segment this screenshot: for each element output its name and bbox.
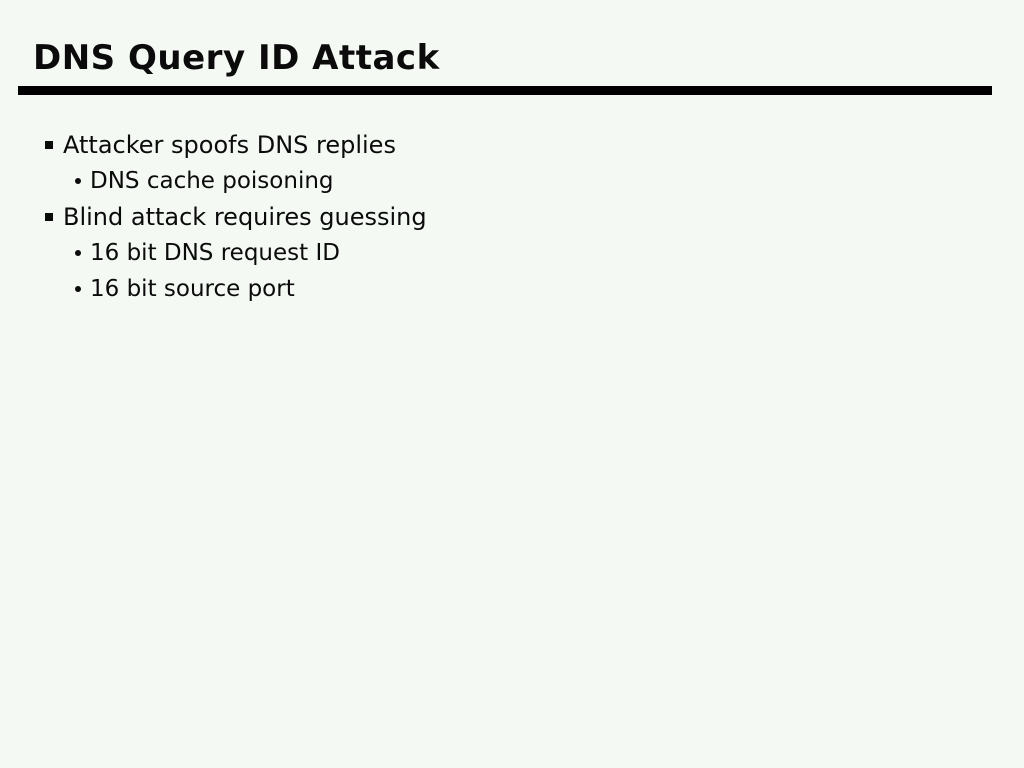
dot-bullet-icon bbox=[75, 286, 81, 292]
bullet-text: 16 bit DNS request ID bbox=[90, 240, 340, 266]
bullet-list: Attacker spoofs DNS replies DNS cache po… bbox=[0, 127, 1024, 307]
square-bullet-icon bbox=[45, 213, 53, 221]
dot-bullet-icon bbox=[75, 178, 81, 184]
list-item: Attacker spoofs DNS replies bbox=[0, 127, 1024, 163]
title-underline-rule bbox=[18, 86, 992, 95]
list-item: DNS cache poisoning bbox=[0, 163, 1024, 199]
square-bullet-icon bbox=[45, 141, 53, 149]
bullet-text: Attacker spoofs DNS replies bbox=[63, 131, 396, 159]
bullet-text: Blind attack requires guessing bbox=[63, 203, 427, 231]
list-item: 16 bit source port bbox=[0, 271, 1024, 307]
dot-bullet-icon bbox=[75, 250, 81, 256]
list-item: Blind attack requires guessing bbox=[0, 199, 1024, 235]
slide-title: DNS Query ID Attack bbox=[33, 38, 440, 78]
bullet-text: 16 bit source port bbox=[90, 276, 295, 302]
bullet-text: DNS cache poisoning bbox=[90, 168, 334, 194]
list-item: 16 bit DNS request ID bbox=[0, 235, 1024, 271]
